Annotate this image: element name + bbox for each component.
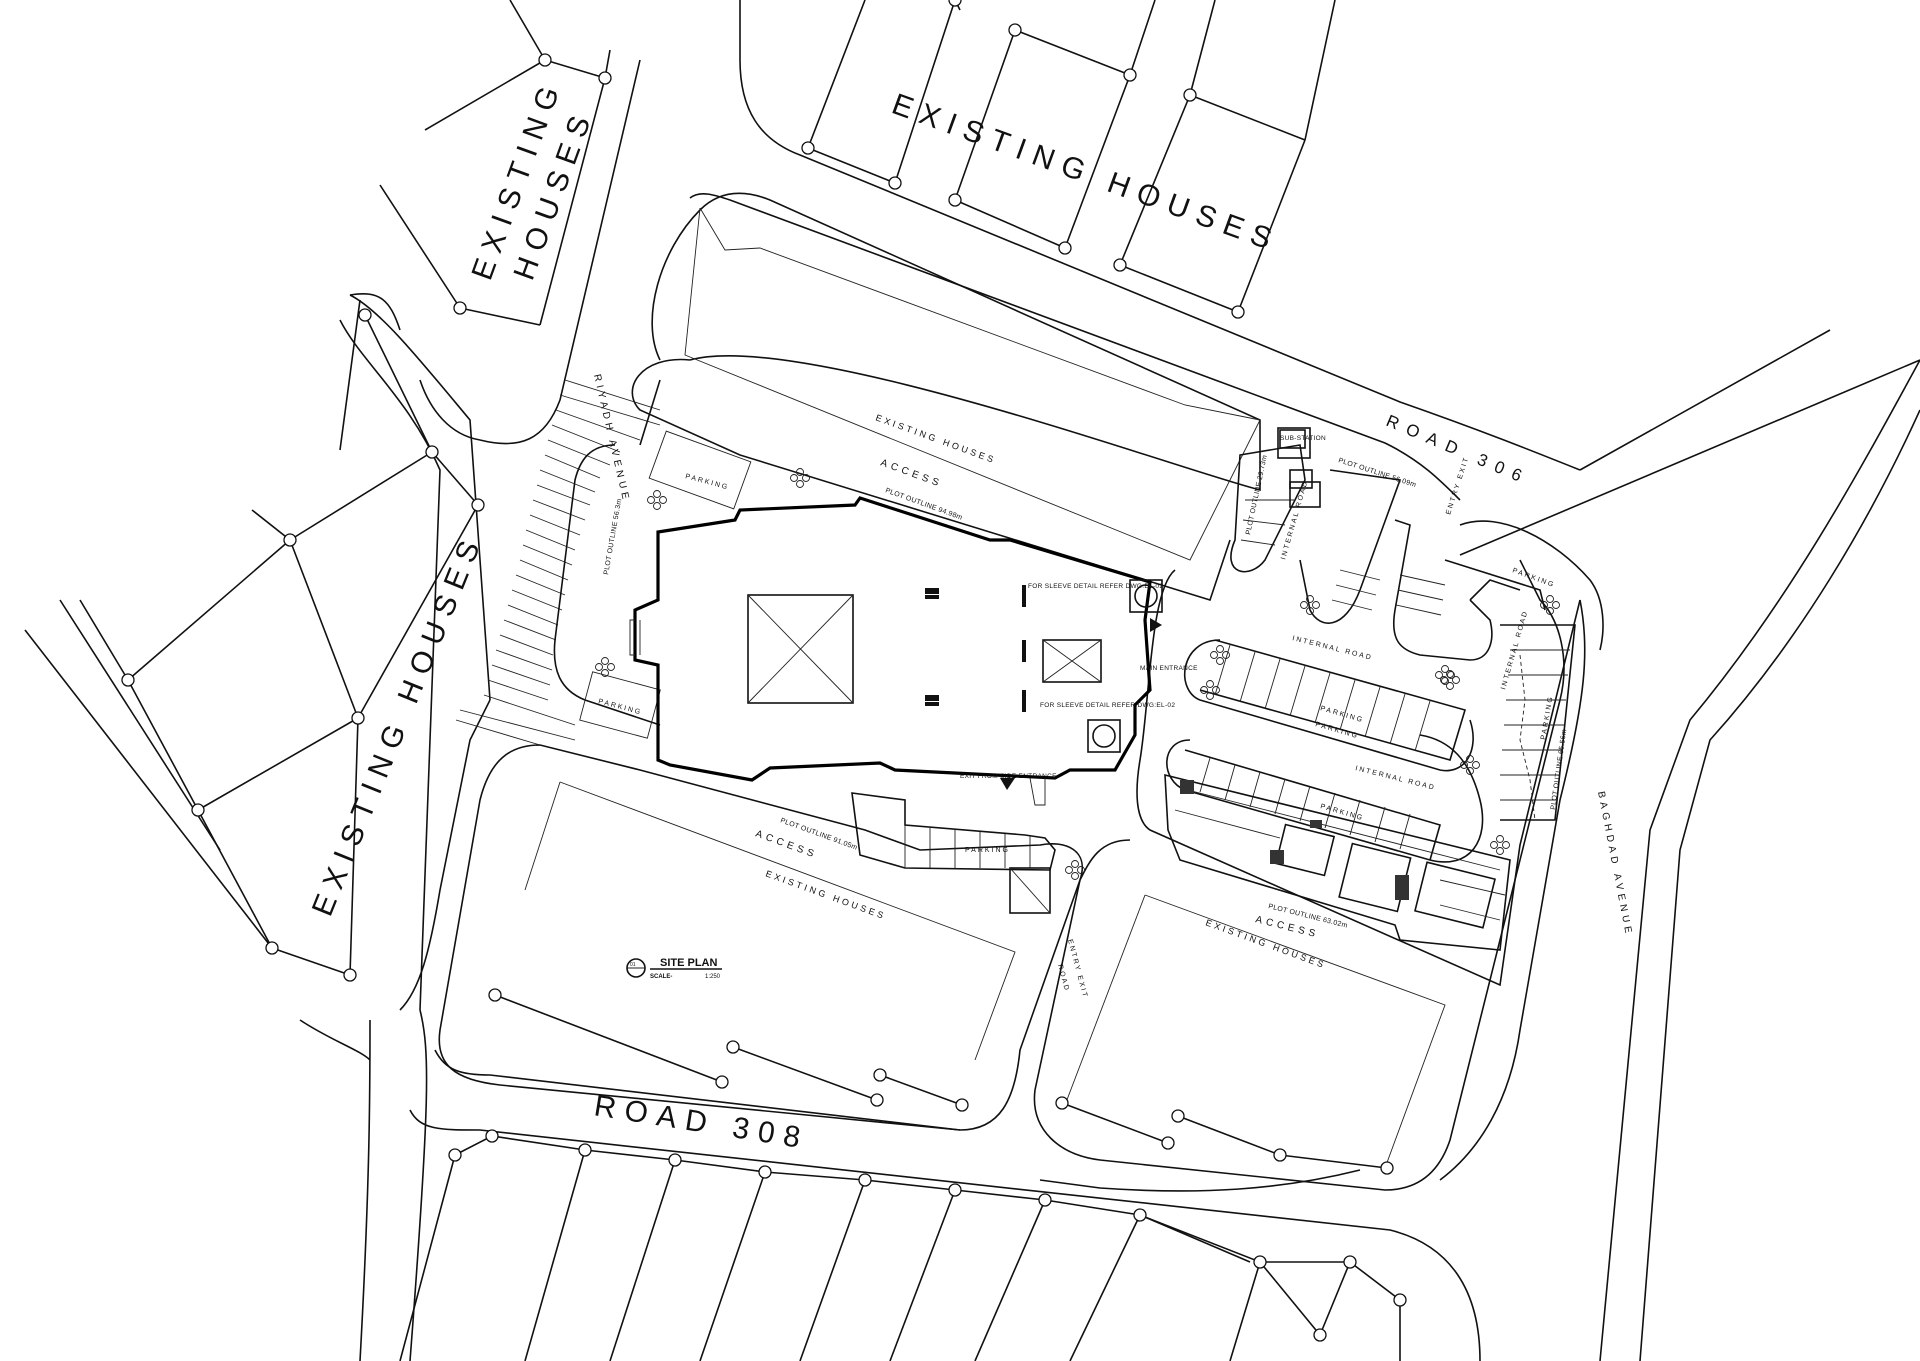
parking-mid-1-label: PARKING (1319, 705, 1364, 724)
parking-e-label: PARKING (1540, 695, 1555, 741)
parking-nw-label: PARKING (684, 473, 729, 491)
sleeve-note-2: FOR SLEEVE DETAIL REFER DWG:EL-02 (1040, 702, 1175, 709)
baghdad-avenue-label: BAGHDAD AVENUE (1595, 790, 1634, 937)
riyadh-avenue-label: RIYADH AVENUE (591, 373, 631, 504)
site-plan-scale-value: 1:250 (705, 974, 721, 980)
plot-outline-north-label: PLOT OUTLINE 94.98m (884, 487, 963, 521)
main-entrance-label: MAIN ENTRANCE (1140, 665, 1198, 672)
main-building (629, 496, 1163, 806)
site-plan-number: 01 (630, 962, 636, 968)
parking-w-label: PARKING (597, 698, 642, 716)
parcel-corner-markers (121, 0, 1407, 1342)
existing-houses-top-label: EXISTING HOUSES (888, 88, 1285, 259)
west-median (553, 379, 752, 739)
internal-road-2-label: INTERNAL ROAD (1355, 765, 1437, 792)
house-parcels-left (24, 314, 479, 976)
plot-outline-east-label: PLOT OUTLINE 65.56m (1550, 729, 1568, 811)
internal-road-1-label: INTERNAL ROAD (1292, 635, 1374, 662)
sub-station-label: SUB-STATION (1280, 435, 1326, 442)
access-north-label: ACCESS (879, 457, 944, 490)
site-plan-scale-label: SCALE- (650, 974, 672, 980)
plot-outline-west-label: PLOT OUTLINE 56.3m (603, 498, 623, 575)
site-plan-title: SITE PLAN (660, 957, 718, 969)
south-parking-bay (851, 792, 1056, 914)
existing-houses-left-label: EXISTING HOUSES (306, 528, 490, 921)
plot-outline-ne-2-label: PLOT OUTLINE 29.73m (1245, 454, 1269, 535)
parking-south-label: PARKING (965, 847, 1010, 854)
road-edges (299, 0, 1920, 1361)
house-parcels-top (379, 0, 1336, 326)
tree-symbols (595, 468, 1560, 880)
riyadh-parking-stripes (455, 379, 661, 746)
site-plan-title-block: 01 SITE PLAN SCALE- 1:250 (626, 957, 722, 980)
house-parcels-bottom (399, 1135, 1401, 1361)
house-parcels-lower-blocks (494, 994, 1388, 1169)
sleeve-note-1: FOR SLEEVE DETAIL REFER DWG:EL-02 (1028, 583, 1163, 590)
parking-mid-2-label: PARKING (1314, 721, 1359, 740)
east-parking (1166, 429, 1576, 863)
existing-houses-south-label: EXISTING HOUSES (764, 868, 887, 921)
side-entrance-label: EXIT FROM SIDE ENTRANCE (960, 773, 1057, 780)
drawing-labels: EXISTING HOUSES EXISTING HOUSES EXISTING… (306, 74, 1634, 1156)
entry-exit-ne-label: ENTRY EXIT (1445, 455, 1471, 515)
service-building (1164, 773, 1511, 951)
substation (1277, 427, 1321, 508)
